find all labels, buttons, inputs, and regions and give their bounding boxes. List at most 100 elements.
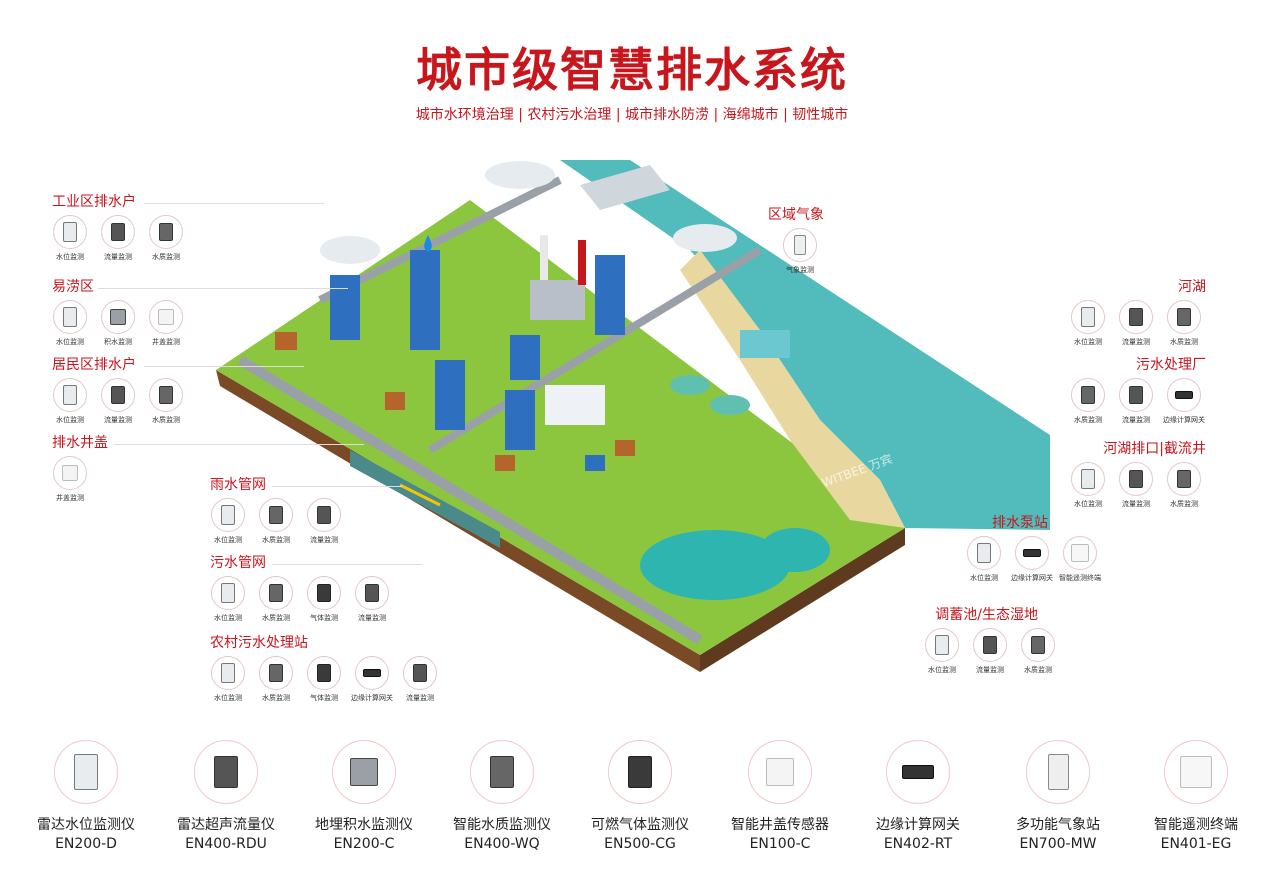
storage-lake [640,530,790,600]
group-title: 河湖 [1178,279,1206,295]
gas-detector-icon [317,584,331,602]
device-item[interactable]: 流量监测 [100,215,136,262]
group-rural-station: 农村污水处理站 水位监测水质监测气体监测边缘计算网关流量监测 [210,634,438,703]
device-item[interactable]: 水质监测 [1166,462,1202,509]
device-label: 水位监测 [214,614,242,622]
device-circle [149,378,183,412]
device-circle [211,656,245,690]
device-item[interactable]: 流量监测 [402,656,438,703]
cloud-3 [673,224,737,252]
device-item[interactable]: 边缘计算网关 [1163,378,1205,425]
device-label: 井盖监测 [56,494,84,502]
device-item[interactable]: 水质监测 [1020,628,1056,675]
device-item[interactable]: 水质监测 [148,378,184,425]
device-item[interactable]: 井盖监测 [148,300,184,347]
divider [272,564,422,565]
device-circle [1167,300,1201,334]
device-circle [53,215,87,249]
device-item[interactable]: 流量监测 [1118,378,1154,425]
factory [530,280,585,320]
device-label: 水位监测 [928,666,956,674]
device-item[interactable]: 水位监测 [1070,300,1106,347]
water-quality-icon [159,386,173,404]
group-manhole: 排水井盖 井盖监测 [52,434,364,503]
device-item[interactable]: 水位监测 [52,378,88,425]
device-item[interactable]: 水质监测 [1070,378,1106,425]
device-item[interactable]: 井盖监测 [52,456,88,503]
device-item[interactable]: 流量监测 [972,628,1008,675]
device-label: 水位监测 [1074,500,1102,508]
product-name: 地埋积水监测仪 [315,817,413,833]
device-label: 水质监测 [1170,338,1198,346]
device-list: 水位监测水质监测气体监测边缘计算网关流量监测 [210,656,438,703]
device-circle [1021,628,1055,662]
device-item[interactable]: 边缘计算网关 [1011,536,1053,583]
device-item[interactable]: 流量监测 [100,378,136,425]
group-title: 污水处理厂 [1136,357,1206,373]
water-quality-icon [269,584,283,602]
divider [98,288,348,289]
device-label: 边缘计算网关 [1011,574,1053,582]
gateway-icon [1023,549,1041,557]
product-name: 雷达水位监测仪 [37,817,135,833]
river [560,160,1050,530]
device-item[interactable]: 流量监测 [306,498,342,545]
device-item[interactable]: 积水监测 [100,300,136,347]
product-name: 多功能气象站 [1016,817,1100,833]
device-circle [307,498,341,532]
device-circle [973,628,1007,662]
dam [580,165,670,210]
water-drop-icon [424,235,432,252]
device-item[interactable]: 气象监测 [782,228,818,275]
device-item[interactable]: 水质监测 [258,498,294,545]
device-label: 水质监测 [262,536,290,544]
device-item[interactable]: 水位监测 [210,498,246,545]
device-item[interactable]: 边缘计算网关 [351,656,393,703]
device-label: 水质监测 [152,253,180,261]
group-title: 农村污水处理站 [210,635,308,651]
device-item[interactable]: 水位监测 [924,628,960,675]
device-item[interactable]: 水位监测 [210,576,246,623]
device-item[interactable]: 水位监测 [1070,462,1106,509]
product-model: EN200-C [333,836,395,852]
device-item[interactable]: 水质监测 [258,656,294,703]
device-item[interactable]: 流量监测 [354,576,390,623]
group-title: 排水泵站 [992,515,1048,531]
device-item[interactable]: 水质监测 [258,576,294,623]
device-list: 气象监测 [782,228,824,275]
device-circle [259,656,293,690]
device-item[interactable]: 气体监测 [306,656,342,703]
device-item[interactable]: 水位监测 [52,300,88,347]
device-label: 水质监测 [1024,666,1052,674]
device-item[interactable]: 水质监测 [148,215,184,262]
product-card[interactable]: 地埋积水监测仪 EN200-C [294,740,434,852]
device-item[interactable]: 气体监测 [306,576,342,623]
device-label: 流量监测 [406,694,434,702]
device-list: 水位监测流量监测水质监测 [1070,300,1206,347]
device-label: 水位监测 [56,253,84,261]
device-item[interactable]: 智能遥测终端 [1059,536,1101,583]
device-list: 水位监测 水质监测气体监测流量监测 [210,576,390,623]
device-item[interactable]: 水位监测 [966,536,1002,583]
device-list: 水质监测流量监测边缘计算网关 [1070,378,1206,425]
tower-4 [435,360,465,430]
group-industrial: 工业区排水户 水位监测流量监测水质监测 [52,193,324,262]
device-label: 流量监测 [310,536,338,544]
device-item[interactable]: 水质监测 [1166,300,1202,347]
device-item[interactable]: 流量监测 [1118,300,1154,347]
water-quality-icon [489,755,515,789]
device-item[interactable]: 水位监测 [52,215,88,262]
gateway-icon [901,765,935,779]
device-item[interactable]: 水位监测 [210,656,246,703]
divider [144,366,304,367]
device-item[interactable]: 流量监测 [1118,462,1154,509]
device-list: 水位监测积水监测井盖监测 [52,300,184,347]
